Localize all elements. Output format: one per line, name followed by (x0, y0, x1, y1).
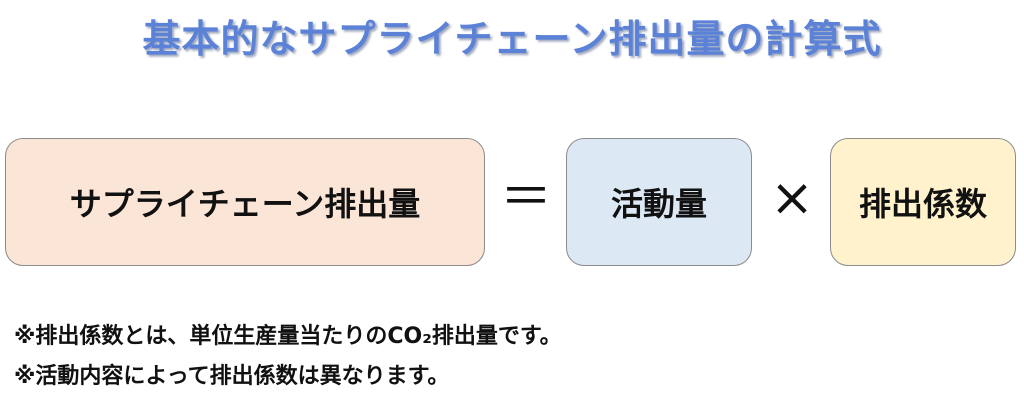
emission-factor-label: 排出係数 (858, 185, 987, 223)
emission-factor-box: 排出係数 (830, 138, 1016, 266)
note-emission-factor-definition: ※排出係数とは、単位生産量当たりのCO₂排出量です。 (14, 324, 562, 349)
equals-symbol: ＝ (499, 168, 552, 228)
supply-chain-emission-label: サプライチェーン排出量 (69, 185, 421, 223)
note-factor-varies: ※活動内容によって排出係数は異なります。 (14, 364, 450, 389)
multiply-symbol: × (770, 168, 814, 228)
activity-amount-box: 活動量 (566, 138, 752, 266)
supply-chain-emission-box: サプライチェーン排出量 (5, 138, 485, 266)
activity-amount-label: 活動量 (610, 185, 707, 223)
page-title: 基本的なサプライチェーン排出量の計算式 (142, 17, 882, 61)
